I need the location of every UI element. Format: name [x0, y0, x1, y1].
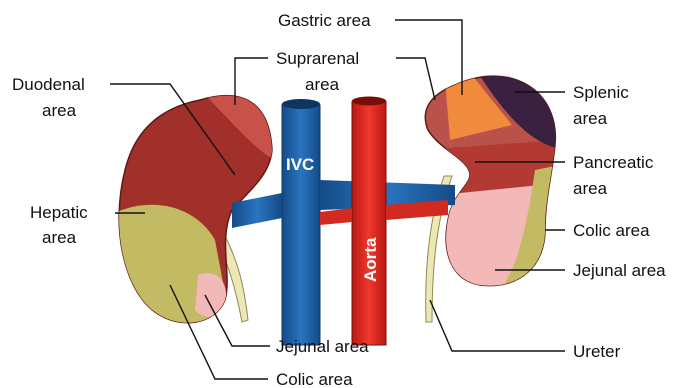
- suprarenal-area-label-line1: Suprarenal: [276, 49, 359, 68]
- colic-area-left-label: Colic area: [276, 370, 353, 388]
- aorta-label: Aorta: [361, 237, 380, 282]
- splenic-area-label-line1: Splenic: [573, 83, 629, 102]
- ureter-label: Ureter: [573, 342, 621, 361]
- hepatic-area-label-line1: Hepatic: [30, 203, 88, 222]
- right-kidney: [420, 60, 565, 290]
- suprarenal-leader-right: [396, 58, 435, 100]
- gastric-area-label: Gastric area: [278, 11, 371, 30]
- pancreatic-area-label-line2: area: [573, 179, 608, 198]
- duodenal-area-label-line2: area: [42, 101, 77, 120]
- pancreatic-area-label-line1: Pancreatic: [573, 153, 654, 172]
- splenic-area-label-line2: area: [573, 109, 608, 128]
- duodenal-area-label-line1: Duodenal: [12, 75, 85, 94]
- ivc-label: IVC: [286, 155, 314, 174]
- suprarenal-area-label-line2: area: [305, 75, 340, 94]
- jejunal-area-left-label: Jejunal area: [276, 337, 369, 356]
- jejunal-area-right-label: Jejunal area: [573, 261, 666, 280]
- colic-area-right-label: Colic area: [573, 221, 650, 240]
- hepatic-area-label-line2: area: [42, 228, 77, 247]
- ureter-leader: [430, 300, 565, 351]
